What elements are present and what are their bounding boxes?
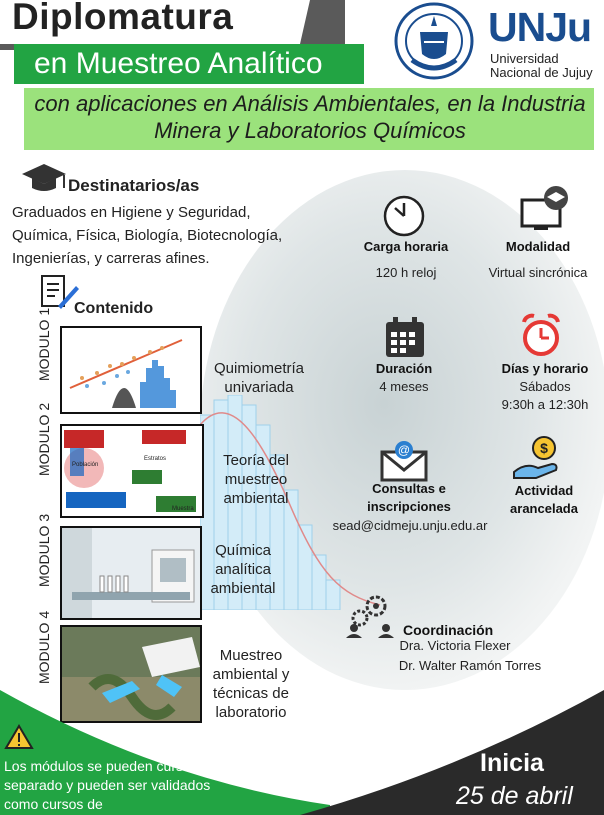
money-hand-icon: $ (513, 436, 558, 479)
subtitle-text: con aplicaciones en Análisis Ambientales… (34, 91, 586, 143)
header-green-band (14, 44, 364, 84)
coordinator-2: Dr. Walter Ramón Torres (398, 658, 542, 673)
module-1-label: MODULO 1 (36, 307, 52, 381)
title-line1: Diplomatura (12, 0, 234, 37)
module-4-text: Muestreo ambiental y técnicas de laborat… (212, 647, 290, 721)
contact-email[interactable]: sead@cidmeju.unju.edu.ar (332, 518, 488, 533)
sampling-diagram-icon: Población Estratos Muestra (62, 426, 202, 516)
module-2-image: Población Estratos Muestra (60, 424, 204, 518)
title-line2: en Muestreo Analítico (34, 47, 323, 80)
module-1-text: Quimiometría univariada (213, 360, 305, 396)
university-name-line2: Nacional de Jujuy (490, 65, 593, 80)
module-1-image (60, 326, 202, 414)
document-pencil-icon (41, 275, 79, 309)
modalidad-label: Modalidad (505, 239, 571, 254)
dias-horario-label: Días y horario (501, 361, 589, 376)
consultas-label-1: Consultas e (372, 481, 446, 496)
module-2-text: Teoría del muestreo ambiental (223, 452, 289, 507)
module-4-label: MODULO 4 (36, 610, 52, 684)
actividad-label-1: Actividad (514, 483, 574, 498)
gears-people-icon (346, 595, 394, 638)
destinatarios-title: Destinatarios/as (68, 176, 200, 195)
module-3-image (60, 526, 202, 620)
lab-equipment-photo (62, 528, 200, 618)
coordinacion-label: Coordinación (403, 622, 494, 638)
graduation-cap-icon (22, 164, 66, 191)
footer-warning-text: Los módulos se pueden cursar por separad… (4, 758, 220, 812)
unju-logo-text: UNJu (488, 4, 592, 50)
dias-value: Sábados (519, 379, 571, 394)
footer-band (0, 690, 604, 815)
calendar-icon (386, 317, 424, 357)
module-3-label: MODULO 3 (36, 513, 52, 587)
muestra-label: Muestra (172, 506, 194, 512)
module-2-label: MODULO 2 (36, 402, 52, 476)
start-date: 25 de abril (456, 782, 573, 810)
modalidad-value: Virtual sincrónica (488, 265, 588, 280)
water-sampling-photo (62, 627, 200, 721)
chart-thumbnail-icon (62, 328, 200, 412)
carga-horaria-label: Carga horaria (363, 239, 449, 254)
carga-horaria-value: 120 h reloj (375, 265, 437, 280)
header-white-band (0, 0, 310, 44)
svg-text:$: $ (540, 440, 548, 456)
contenido-title: Contenido (74, 300, 154, 317)
subtitle-banner (24, 88, 594, 150)
duracion-label: Duración (375, 361, 433, 376)
histogram-decoration (200, 395, 381, 610)
email-icon: @ (380, 441, 428, 482)
duracion-value: 4 meses (379, 379, 429, 394)
alarm-clock-icon (522, 313, 560, 356)
coordinator-1: Dra. Victoria Flexer (399, 638, 511, 653)
university-seal-icon (394, 2, 474, 80)
actividad-label-2: arancelada (510, 501, 578, 516)
svg-text:@: @ (398, 443, 410, 457)
university-name: Universidad Nacional de Jujuy (490, 52, 593, 80)
module-3-text: Química analítica ambiental (210, 542, 276, 597)
consultas-label-2: inscripciones (367, 499, 451, 514)
monitor-graduation-icon (520, 186, 568, 230)
estratos-label: Estratos (144, 456, 166, 462)
inicia-label: Inicia (480, 749, 544, 777)
clock-icon (383, 195, 425, 237)
university-name-line1: Universidad (490, 51, 559, 66)
destinatarios-text: Graduados en Higiene y Seguridad, Químic… (12, 204, 283, 267)
horario-value: 9:30h a 12:30h (501, 397, 589, 412)
module-4-image (60, 625, 202, 723)
warning-icon (4, 724, 34, 749)
poblacion-label: Población (72, 462, 98, 468)
